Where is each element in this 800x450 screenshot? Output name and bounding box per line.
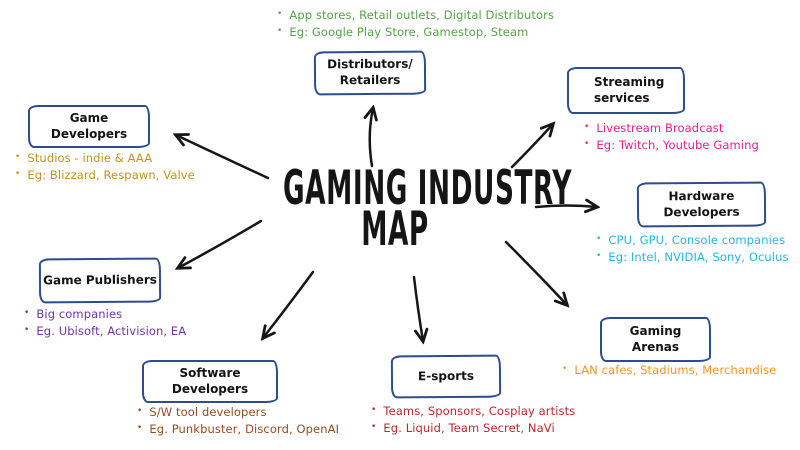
bullet-item: Teams, Sponsors, Cosplay artists <box>371 403 575 420</box>
node-box-streaming-services: Streaming services <box>567 67 685 114</box>
node-label-hardware-developers: Hardware Developers <box>663 188 740 219</box>
bullet-item: Eg: Blizzard, Respawn, Valve <box>15 167 195 184</box>
node-label-gaming-arenas: Gaming Arenas <box>629 323 682 354</box>
node-box-hardware-developers: Hardware Developers <box>636 181 767 228</box>
arrow-to-e-sports <box>412 275 423 341</box>
node-box-gaming-arenas: Gaming Arenas <box>600 317 711 362</box>
node-bullets-streaming-services: Livestream Broadcast Eg: Twitch, Youtube… <box>584 120 759 155</box>
node-bullets-game-publishers: Big companies Eg. Ubisoft, Activision, E… <box>24 306 186 341</box>
node-bullets-hardware-developers: CPU, GPU, Console companies Eg: Intel, N… <box>596 232 789 267</box>
map-title: GAMING INDUSTRY MAP <box>283 161 572 258</box>
node-label-game-publishers: Game Publishers <box>43 272 157 288</box>
node-bullets-distributors-retailers: App stores, Retail outlets, Digital Dist… <box>277 7 554 42</box>
node-label-game-developers: Game Developers <box>50 110 128 141</box>
arrow-to-game-publishers <box>178 219 263 268</box>
node-box-game-developers: Game Developers <box>28 105 150 148</box>
node-box-game-publishers: Game Publishers <box>38 257 162 304</box>
node-label-software-developers: Software Developers <box>171 365 249 396</box>
bullet-item: Big companies <box>24 306 186 323</box>
bullet-item: CPU, GPU, Console companies <box>596 232 789 249</box>
node-box-software-developers: Software Developers <box>142 360 278 403</box>
bullet-item: S/W tool developers <box>137 404 339 421</box>
bullet-item: App stores, Retail outlets, Digital Dist… <box>277 7 554 24</box>
bullet-item: Livestream Broadcast <box>584 120 759 137</box>
arrow-to-gaming-arenas <box>504 240 567 305</box>
node-label-streaming-services: Streaming services <box>594 74 665 105</box>
arrow-to-distributors-retailers <box>370 108 373 168</box>
bullet-item: Eg: Intel, NVIDIA, Sony, Oculus <box>596 249 789 266</box>
bullet-item: Eg: Google Play Store, Gamestop, Steam <box>277 24 554 41</box>
node-box-distributors-retailers: Distributors/ Retailers <box>313 50 427 96</box>
bullet-item: Studios - indie & AAA <box>15 150 195 167</box>
node-bullets-e-sports: Teams, Sponsors, Cosplay artists Eg. Liq… <box>371 403 575 438</box>
bullet-item: Eg. Liquid, Team Secret, NaVi <box>371 420 575 437</box>
node-label-distributors-retailers: Distributors/ Retailers <box>327 57 413 88</box>
arrow-to-software-developers <box>263 270 315 338</box>
bullet-item: Eg. Punkbuster, Discord, OpenAI <box>137 421 339 438</box>
bullet-item: Eg: Twitch, Youtube Gaming <box>584 137 759 154</box>
node-label-e-sports: E-sports <box>417 368 475 383</box>
node-box-e-sports: E-sports <box>390 354 502 399</box>
bullet-item: Eg. Ubisoft, Activision, EA <box>24 323 186 340</box>
bullet-item: LAN cafes, Stadiums, Merchandise <box>562 362 776 379</box>
map-title-line2: MAP <box>361 202 429 258</box>
node-bullets-software-developers: S/W tool developers Eg. Punkbuster, Disc… <box>137 404 339 439</box>
node-bullets-gaming-arenas: LAN cafes, Stadiums, Merchandise <box>562 362 776 379</box>
node-bullets-game-developers: Studios - indie & AAA Eg: Blizzard, Resp… <box>15 150 195 185</box>
map-title-line1: GAMING INDUSTRY <box>283 161 572 216</box>
